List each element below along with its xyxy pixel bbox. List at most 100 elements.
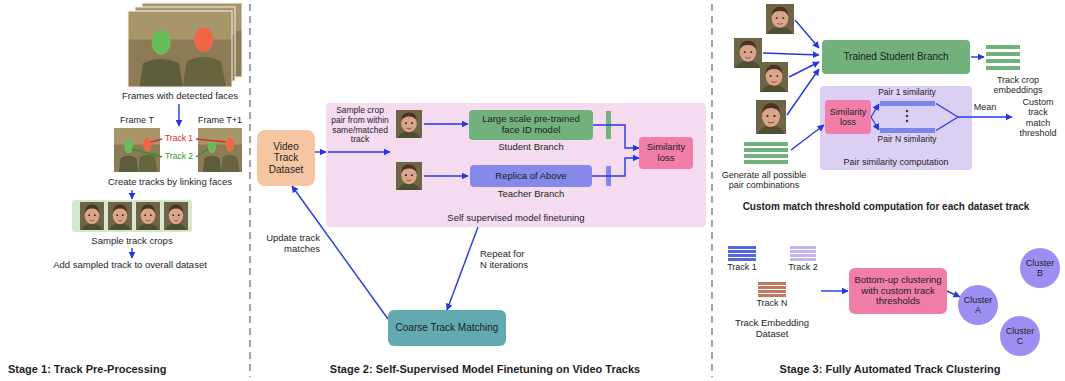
merge-line (936, 104, 958, 131)
flow-arrow (958, 116, 1012, 117)
similarity-bar (880, 101, 935, 106)
embedding-bar (986, 45, 1020, 49)
flow-arrow (328, 151, 390, 152)
node-label: Similarity loss (829, 107, 867, 128)
flow-arrow (131, 190, 132, 199)
branch-caption: Teacher Branch (450, 189, 612, 200)
face-crop (108, 202, 132, 230)
stage-title: Stage 3: Fully Automated Track Clusterin… (780, 363, 1001, 376)
similarity-bar (880, 128, 935, 133)
track-link (196, 149, 208, 157)
flow-arrow (424, 175, 468, 176)
stage-separator (249, 4, 250, 377)
face-crop (136, 202, 160, 230)
flow-arrow (791, 125, 824, 150)
cluster-circle: Cluster C (1000, 316, 1040, 356)
embedding-bar (986, 59, 1020, 63)
flow-arrow (787, 69, 819, 115)
node-label: Trained Student Branch (843, 51, 948, 63)
flow-arrow (763, 53, 819, 55)
model-box: Large scale pre-trained face ID modelStu… (469, 110, 593, 140)
edge-label: Repeat for N iterations (480, 249, 532, 271)
node-label: Coarse Track Matching (396, 322, 499, 334)
track-link (151, 139, 162, 142)
embedding-bar (728, 246, 756, 249)
node-label: Cluster B (1024, 258, 1056, 279)
step-caption: Generate all possible pair combinations (716, 170, 812, 191)
embedding-bar (986, 52, 1020, 56)
finetuning-region (326, 103, 706, 227)
video-frame (128, 11, 232, 87)
flow-arrow (315, 151, 326, 152)
model-box: Replica of AboveTeacher Branch (470, 165, 592, 187)
flow-arrow (947, 291, 960, 297)
embedding-bar (986, 66, 1020, 70)
embedding-bar (758, 282, 786, 285)
flow-arrow (795, 20, 819, 48)
face-crop (396, 110, 422, 138)
step-caption: Mean (974, 102, 997, 112)
frame-label: Frame T (120, 115, 154, 125)
stage-separator (711, 4, 712, 377)
embedding-bar (744, 148, 788, 152)
region-caption: Self supervised model finetuning (447, 213, 584, 224)
node-label: Cluster A (962, 295, 994, 316)
step-caption: Frames with detected faces (122, 91, 238, 102)
track-link (132, 149, 162, 157)
step-caption: Sample crop pair from within same/matche… (328, 106, 392, 145)
embedding-bar (790, 246, 816, 249)
flow-arrow (593, 125, 639, 148)
flow-arrow (424, 123, 468, 124)
node-label: Replica of Above (495, 171, 566, 182)
embedding-bar (744, 160, 788, 164)
embedding-bar (790, 258, 816, 261)
flow-arrow (131, 248, 132, 258)
loss-box: Similarity loss (639, 137, 693, 169)
track-label: Track 1 (727, 262, 757, 272)
flow-arrow (871, 117, 879, 130)
track-link (196, 139, 226, 142)
node-label: Bottom-up clustering with custom track t… (853, 275, 943, 308)
loss-box: Similarity loss (825, 100, 871, 134)
track-label: Track 2 (788, 262, 818, 272)
track-label: Track 1 (165, 134, 193, 144)
embedding-bar (790, 254, 816, 257)
step-caption: Create tracks by linking faces (108, 177, 232, 188)
edge-label: Update track matches (256, 233, 320, 255)
flow-arrow (592, 158, 639, 176)
embedding-bar (758, 290, 786, 293)
embedding-bar (758, 294, 786, 297)
ellipsis-dot (906, 110, 908, 112)
flow-arrow (821, 290, 848, 291)
pair-similarity-region (820, 86, 972, 170)
frame-border (128, 11, 232, 87)
cluster-circle: Cluster B (1020, 248, 1060, 288)
flow-arrow (178, 104, 179, 126)
node-label: Cluster C (1004, 326, 1036, 347)
face-crop (80, 202, 104, 230)
pair-label: Pair 1 similarity (878, 88, 936, 98)
embedding-bar (728, 258, 756, 261)
section-title: Custom match threshold computation for e… (743, 201, 1030, 213)
flow-arrow (447, 227, 478, 310)
step-caption: Sample track crops (91, 236, 172, 247)
face-crop (760, 62, 788, 92)
flow-arrow (871, 104, 879, 117)
dataset-box: Video Track Dataset (257, 130, 315, 186)
stage-title: Stage 1: Track Pre-Processing (8, 363, 166, 376)
step-caption: Custom track match threshold (1016, 97, 1060, 138)
step-caption: Track Embedding Dataset (726, 318, 818, 340)
stage-region: Pair similarity computationSimilarity lo… (820, 86, 972, 170)
embedding-bar (728, 250, 756, 253)
embedding-bar (790, 250, 816, 253)
process-box: Coarse Track Matching (388, 310, 506, 346)
embedding-bar (744, 142, 788, 146)
ellipsis-dot (906, 120, 908, 122)
face-crop (734, 38, 762, 68)
track-label: Track 2 (165, 152, 193, 162)
embedding-bar (744, 154, 788, 158)
frame-label: Frame T+1 (198, 115, 242, 125)
model-box: Trained Student Branch (822, 40, 970, 74)
face-crop (756, 100, 786, 134)
